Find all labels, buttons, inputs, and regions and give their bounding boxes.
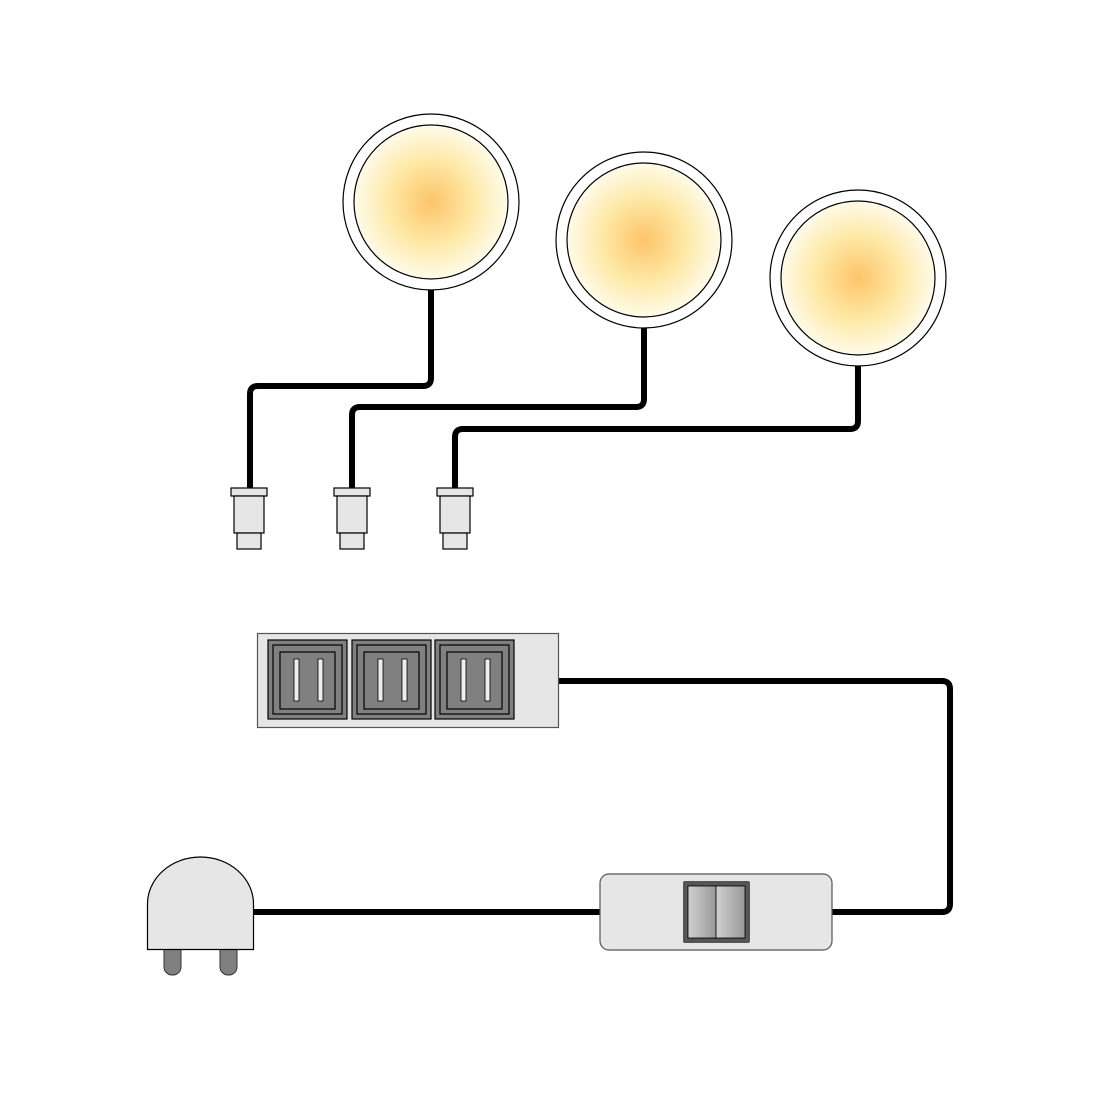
socket (267, 639, 348, 720)
connector-icon (230, 487, 268, 550)
power-strip-icon (256, 632, 560, 729)
socket (434, 639, 515, 720)
connector-icon (333, 487, 371, 550)
light-3 (769, 189, 947, 367)
connector-icon (436, 487, 474, 550)
wire-strip-to-switch (558, 678, 953, 915)
wire-light-3 (452, 366, 861, 488)
wire-light-1 (247, 290, 434, 488)
light-2 (555, 151, 733, 329)
light-1 (342, 113, 520, 291)
socket (351, 639, 432, 720)
plug-icon (146, 856, 255, 976)
wire-light-2 (349, 328, 647, 488)
switch-icon (599, 873, 833, 951)
